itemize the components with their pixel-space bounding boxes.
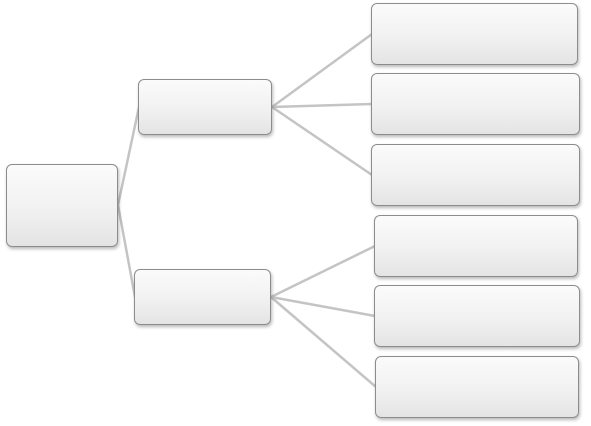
leaf-node-1 — [371, 3, 578, 65]
leaf-node-6 — [375, 356, 579, 418]
connector-branch-1-leaf-1 — [270, 32, 374, 109]
leaf-node-3 — [371, 144, 580, 206]
connector-branch-1-leaf-3 — [270, 105, 374, 177]
leaf-node-5 — [374, 285, 580, 347]
connector-root-branch-2 — [116, 203, 137, 299]
branch-node-2 — [134, 269, 271, 325]
connector-branch-1-leaf-2 — [270, 102, 374, 109]
connector-branch-2-leaf-6 — [269, 295, 378, 389]
root-node — [6, 164, 118, 247]
connector-root-branch-1 — [116, 105, 141, 207]
connector-branch-2-leaf-4 — [269, 244, 377, 299]
connector-branch-2-leaf-5 — [269, 295, 377, 318]
leaf-node-2 — [371, 73, 580, 135]
branch-node-1 — [138, 79, 272, 135]
leaf-node-4 — [374, 215, 578, 277]
